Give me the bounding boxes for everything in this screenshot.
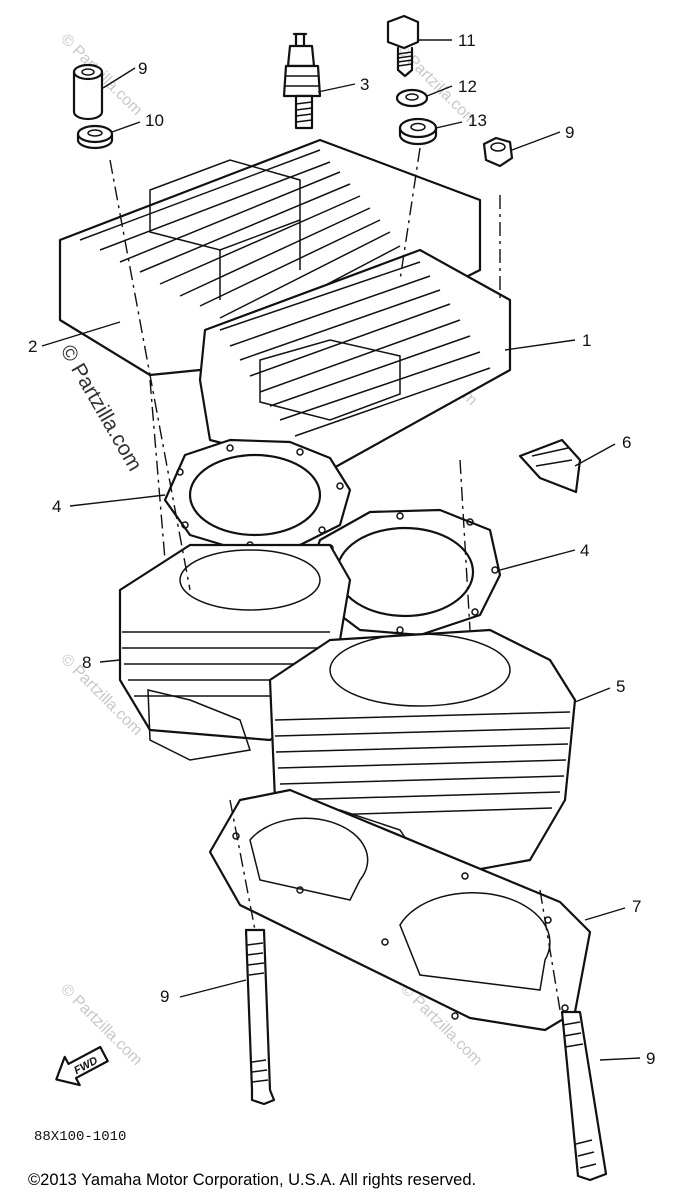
washer-12: [76, 124, 114, 150]
callout-label: 3: [360, 75, 369, 94]
copyright-notice: ©2013 Yamaha Motor Corporation, U.S.A. A…: [28, 1171, 476, 1189]
callout-label: 7: [632, 897, 641, 916]
drawing-code: 88X100-1010: [34, 1129, 126, 1145]
callout-label: 9: [565, 123, 574, 142]
callout-label: 6: [622, 433, 631, 452]
cylinder-head-1: [198, 248, 512, 472]
leader-lines: [41, 39, 641, 1061]
callout-label: 5: [616, 677, 625, 696]
head-gasket-4-rear: [163, 438, 352, 552]
stay-7: [518, 438, 582, 494]
spark-plug-3: [282, 32, 322, 130]
washer-15: [398, 117, 438, 146]
callout-label: 2: [28, 337, 37, 356]
callout-label: 8: [82, 653, 91, 672]
base-gasket-8: [208, 788, 592, 1032]
callout-label: 9: [646, 1049, 655, 1068]
callouts: 9 10 3 11 12 13 9 2 1 6 4 4 8 5 7 9 9: [28, 31, 655, 1068]
callout-label: 11: [458, 31, 476, 50]
collar-11: [72, 63, 104, 121]
callout-label: 4: [52, 497, 61, 516]
stud-9-right: [560, 1010, 608, 1182]
callout-label: 13: [468, 111, 487, 130]
bolt-13: [386, 14, 420, 78]
alignment-lines: [109, 147, 561, 1011]
callout-label: 10: [145, 111, 164, 130]
nut-10: [482, 136, 514, 168]
head-gasket-4-front: [308, 508, 502, 637]
callout-label: 12: [458, 77, 477, 96]
callout-label: 9: [138, 59, 147, 78]
callout-label: 1: [582, 331, 591, 350]
stud-9-left: [244, 928, 276, 1106]
callout-label: 9: [160, 987, 169, 1006]
callout-label: 4: [580, 541, 589, 560]
fwd-arrow-icon: FWD: [55, 1045, 109, 1087]
washer-14: [395, 88, 429, 108]
